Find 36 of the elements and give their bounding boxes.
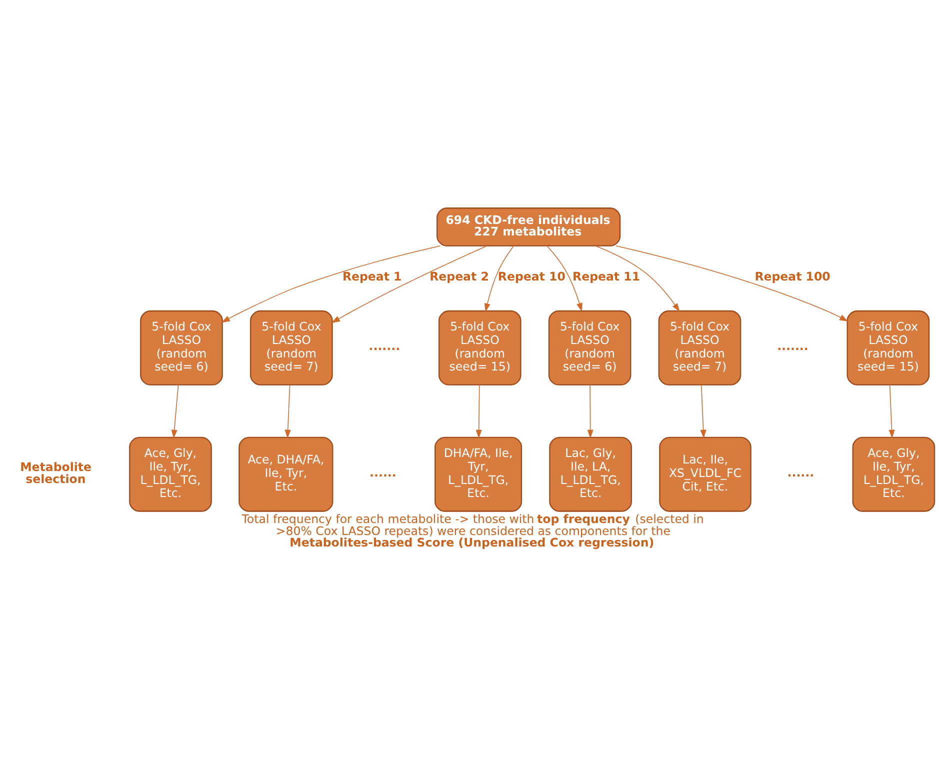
arrow (284, 384, 291, 438)
label: ....... (368, 338, 400, 352)
edge-label: Repeat 100 (754, 268, 830, 283)
edge-label: Repeat 1 (342, 268, 402, 283)
arrow (484, 245, 514, 312)
arrow (221, 244, 441, 322)
arrow (595, 245, 680, 312)
edge-label: Repeat 10 (498, 268, 566, 283)
node-box: 5-fold Cox LASSO (random seed= 15) (438, 310, 522, 385)
arrow (616, 244, 848, 322)
label: Metabolite selection (20, 460, 92, 486)
node-box: Ace, Gly, Ile, Tyr, L_LDL_TG, Etc. (129, 436, 212, 512)
node-box: 5-fold Cox LASSO (random seed= 6) (548, 310, 632, 385)
node-box: DHA/FA, Ile, Tyr, L_LDL_TG, Etc. (434, 436, 522, 512)
label: ...... (787, 464, 814, 479)
arrow (476, 384, 482, 438)
node-box: Lac, Ile, XS_VLDL_FC Cit, Etc. (659, 436, 752, 512)
edge-label: Repeat 11 (572, 268, 640, 283)
node-box: Ace, Gly, Ile, Tyr, L_LDL_TG, Etc. (852, 436, 936, 512)
edge-label: Repeat 2 (430, 268, 489, 283)
arrow (546, 245, 582, 312)
arrow (587, 384, 594, 438)
caption: Total frequency for each metabolite -> those with top frequency (selected in >80% Cox LASSO repeats) were considered as components for the Metabolites-based Score (Unpenalised Cox regression) (242, 512, 704, 550)
node-box: 5-fold Cox LASSO (random seed= 6) (140, 310, 223, 385)
label: ....... (777, 338, 808, 352)
arrow (888, 384, 895, 438)
label: ...... (370, 464, 396, 479)
arrow (171, 384, 179, 438)
node-box: 5-fold Cox LASSO (random seed= 7) (658, 310, 742, 385)
node-box: Lac, Gly, Ile, LA, L_LDL_TG, Etc. (549, 436, 632, 512)
node-box: 694 CKD-free individuals 227 metabolites (436, 207, 621, 246)
node-box: 5-fold Cox LASSO (random seed= 15) (846, 310, 930, 385)
node-box: 5-fold Cox LASSO (random seed= 7) (250, 310, 333, 385)
arrow (700, 384, 706, 438)
arrow (331, 245, 488, 323)
node-box: Ace, DHA/FA, Ile, Tyr, Etc. (238, 436, 334, 512)
